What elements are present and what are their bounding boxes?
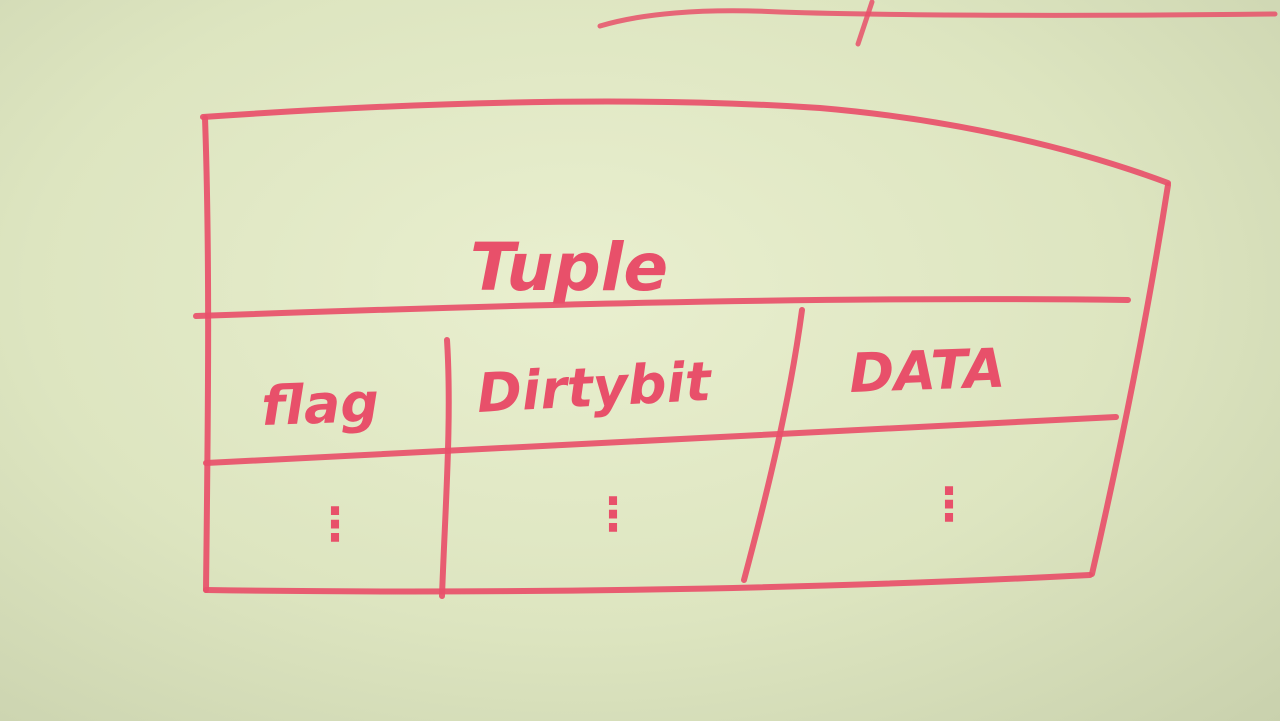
table-frame-top xyxy=(200,98,1171,186)
stray-stroke-tick xyxy=(855,0,875,47)
table-frame-left xyxy=(202,115,212,593)
column-header-dirtybit: Dirtybit xyxy=(475,350,714,425)
column-divider-2 xyxy=(741,307,805,583)
column-header-data: DATA xyxy=(848,337,1006,405)
stray-stroke-top xyxy=(597,8,1278,29)
title-row-divider xyxy=(193,296,1131,319)
diagram-title: Tuple xyxy=(470,229,668,306)
table-frame-right xyxy=(1089,182,1171,577)
continuation-mark-flag: ⋮ xyxy=(312,497,358,551)
column-divider-1 xyxy=(439,337,452,599)
table-frame-bottom xyxy=(203,572,1093,595)
column-header-flag: flag xyxy=(260,371,380,438)
header-row-divider xyxy=(203,414,1119,466)
continuation-mark-data: ⋮ xyxy=(926,477,972,531)
continuation-mark-dirtybit: ⋮ xyxy=(590,487,636,541)
